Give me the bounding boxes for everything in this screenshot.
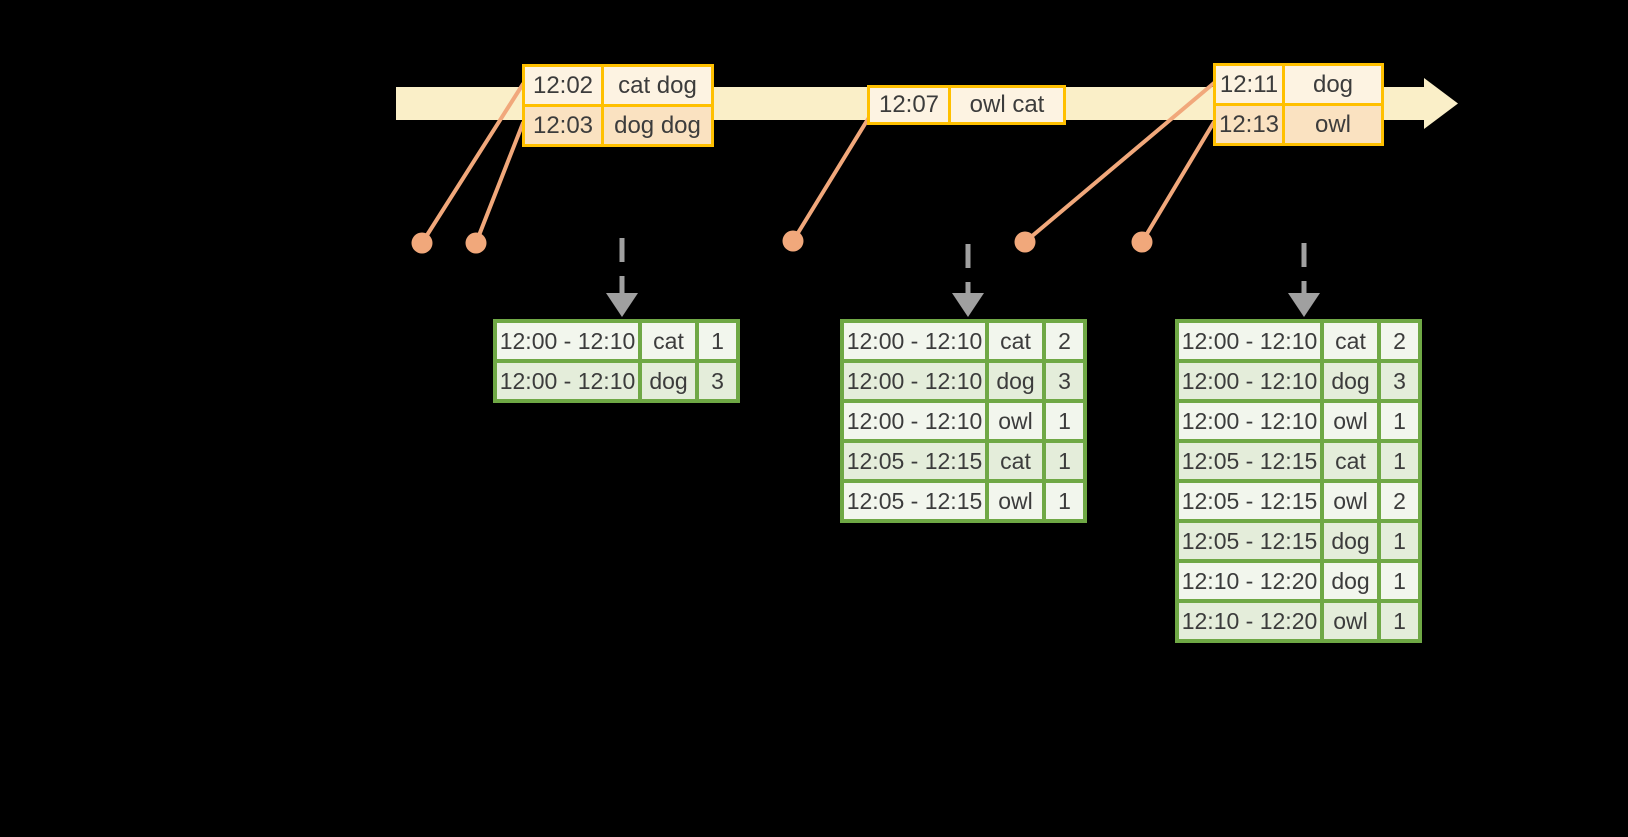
table-cell: 2 <box>1377 319 1422 363</box>
table-cell: dog <box>1320 359 1381 403</box>
table-cell: 12:00 - 12:10 <box>493 359 642 403</box>
trigger-arrowheads <box>606 293 1320 317</box>
table-cell: 1 <box>1042 439 1087 483</box>
down-arrowhead-icon <box>606 293 638 317</box>
event-dots <box>411 230 1153 254</box>
event-dot <box>782 230 804 252</box>
table-cell: dog <box>1320 519 1381 563</box>
table-cell: 12:10 - 12:20 <box>1175 599 1324 643</box>
connector-line <box>791 117 870 243</box>
table-cell: 12:05 - 12:15 <box>1175 519 1324 563</box>
timeline-arrowhead-icon <box>1424 78 1458 129</box>
table-cell: cat <box>985 439 1046 483</box>
table-cell: owl <box>985 479 1046 523</box>
down-arrowhead-icon <box>952 293 984 317</box>
table-cell: dog <box>1282 63 1384 106</box>
table-cell: owl cat <box>948 85 1066 125</box>
connector-line <box>1140 120 1216 244</box>
table-cell: 12:02 <box>522 64 604 107</box>
table-cell: cat <box>1320 319 1381 363</box>
table-cell: owl <box>1320 399 1381 443</box>
table-cell: 12:05 - 12:15 <box>1175 479 1324 523</box>
table-cell: 12:00 - 12:10 <box>840 319 989 363</box>
table-cell: 2 <box>1042 319 1087 363</box>
table-cell: dog <box>1320 559 1381 603</box>
table-cell: cat <box>1320 439 1381 483</box>
table-cell: 1 <box>1377 439 1422 483</box>
table-cell: 1 <box>695 319 740 363</box>
event-dot <box>465 232 487 254</box>
connector-line <box>474 121 525 245</box>
table-cell: 2 <box>1377 479 1422 523</box>
table-cell: dog <box>638 359 699 403</box>
table-cell: 3 <box>1042 359 1087 403</box>
event-connector-lines <box>420 81 1216 245</box>
event-dot <box>411 232 433 254</box>
table-cell: 12:11 <box>1213 63 1285 106</box>
table-cell: dog <box>985 359 1046 403</box>
table-cell: owl <box>1320 599 1381 643</box>
event-dot <box>1014 231 1036 253</box>
table-cell: 12:00 - 12:10 <box>493 319 642 363</box>
table-cell: owl <box>1320 479 1381 523</box>
table-cell: 3 <box>1377 359 1422 403</box>
table-cell: 12:00 - 12:10 <box>1175 399 1324 443</box>
table-cell: owl <box>1282 103 1384 146</box>
table-cell: 12:05 - 12:15 <box>1175 439 1324 483</box>
trigger-arrows <box>619 238 1307 297</box>
down-arrowhead-icon <box>1288 293 1320 317</box>
connector-line <box>1023 81 1216 244</box>
table-cell: 1 <box>1377 599 1422 643</box>
table-cell: 12:00 - 12:10 <box>840 359 989 403</box>
table-cell: 1 <box>1377 519 1422 563</box>
table-cell: 12:13 <box>1213 103 1285 146</box>
table-cell: 1 <box>1377 559 1422 603</box>
event-dot <box>1131 231 1153 253</box>
table-cell: 12:00 - 12:10 <box>1175 319 1324 363</box>
table-cell: 12:07 <box>867 85 951 125</box>
table-cell: 12:05 - 12:15 <box>840 479 989 523</box>
table-cell: cat dog <box>601 64 714 107</box>
table-cell: 12:05 - 12:15 <box>840 439 989 483</box>
table-cell: 12:03 <box>522 104 604 147</box>
table-cell: 12:00 - 12:10 <box>840 399 989 443</box>
table-cell: 1 <box>1042 479 1087 523</box>
table-cell: 1 <box>1042 399 1087 443</box>
table-cell: 3 <box>695 359 740 403</box>
table-cell: 12:10 - 12:20 <box>1175 559 1324 603</box>
table-cell: 1 <box>1377 399 1422 443</box>
table-cell: dog dog <box>601 104 714 147</box>
table-cell: cat <box>985 319 1046 363</box>
table-cell: 12:00 - 12:10 <box>1175 359 1324 403</box>
table-cell: owl <box>985 399 1046 443</box>
connector-line <box>420 82 525 245</box>
table-cell: cat <box>638 319 699 363</box>
